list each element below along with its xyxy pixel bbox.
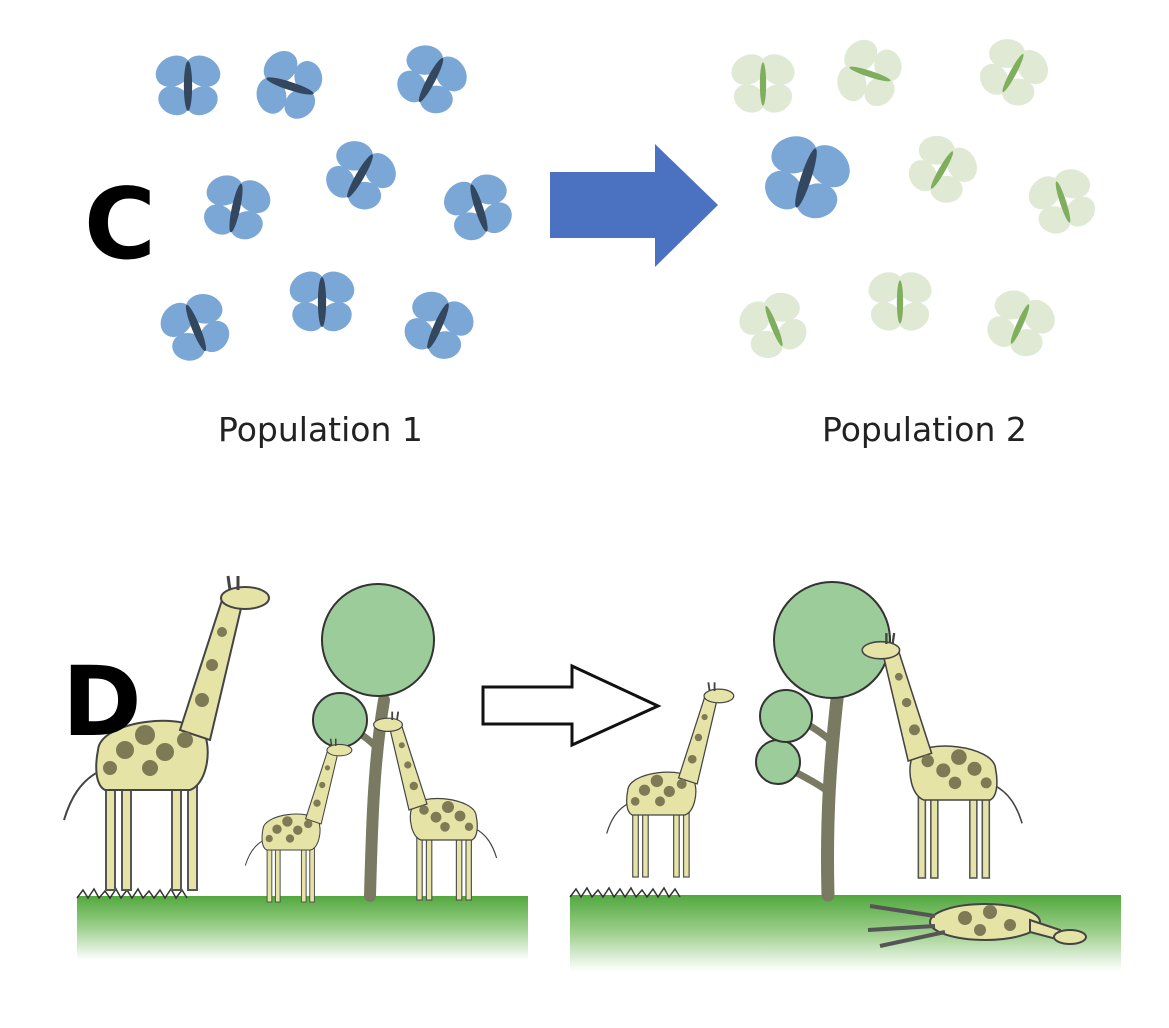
butterfly-icon xyxy=(283,265,361,337)
tree-canopy xyxy=(773,581,891,699)
butterfly-icon xyxy=(191,164,281,251)
tree-canopy xyxy=(755,739,801,785)
population-1-label: Population 1 xyxy=(218,410,423,449)
butterfly-icon xyxy=(726,278,822,372)
butterfly-icon xyxy=(747,119,866,235)
butterfly-icon xyxy=(149,49,227,121)
giraffe-icon xyxy=(244,737,353,903)
butterfly-icon xyxy=(431,161,526,253)
butterfly-icon xyxy=(972,276,1069,371)
tree-canopy xyxy=(321,583,435,697)
butterfly-icon xyxy=(892,120,993,219)
panel-letter-d: D xyxy=(62,646,142,758)
giraffe-icon xyxy=(372,710,498,901)
population-2-label: Population 2 xyxy=(822,410,1027,449)
grass-ground xyxy=(77,896,528,960)
butterfly-icon xyxy=(147,279,245,375)
butterfly-icon xyxy=(381,29,482,129)
butterfly-icon xyxy=(725,48,801,119)
butterfly-icon xyxy=(824,27,915,120)
butterfly-icon xyxy=(389,277,488,374)
arrow-right-icon xyxy=(550,144,718,267)
arrow-right-icon xyxy=(481,663,662,748)
butterfly-icon xyxy=(964,23,1063,121)
fallen-giraffe xyxy=(867,903,1087,948)
tree-icon xyxy=(821,683,845,902)
population-2-butterflies xyxy=(725,23,1109,372)
giraffe-icon xyxy=(861,631,1024,880)
butterfly-icon xyxy=(862,266,938,337)
panel-letter-c: C xyxy=(84,168,156,282)
scene-before xyxy=(62,574,528,960)
butterfly-icon xyxy=(309,125,412,226)
tree-canopy xyxy=(759,689,813,743)
scene-after xyxy=(569,581,1121,971)
tree-canopy xyxy=(312,692,368,748)
butterfly-icon xyxy=(1016,156,1109,247)
population-1-butterflies xyxy=(147,29,526,375)
butterfly-icon xyxy=(243,38,335,133)
